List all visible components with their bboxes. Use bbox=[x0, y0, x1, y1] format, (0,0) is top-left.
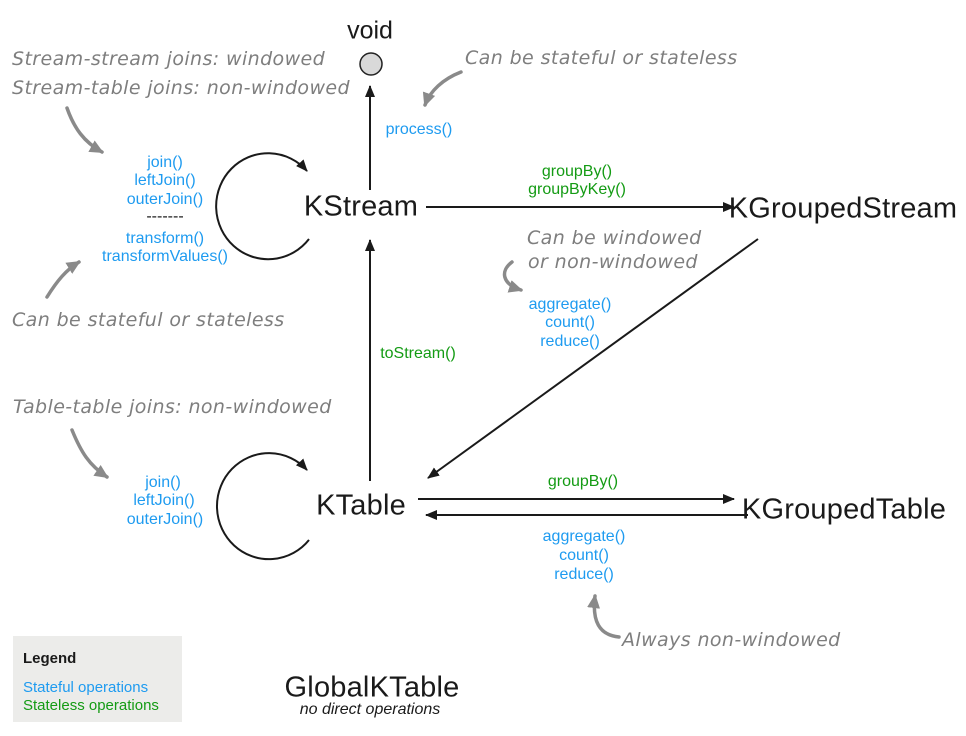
annotation-arrow-always bbox=[587, 594, 621, 639]
legend-title: Legend bbox=[23, 650, 77, 667]
annotation-stateful-left: Can be stateful or stateless bbox=[12, 309, 285, 331]
legend-item-stateful: Stateful operations bbox=[23, 679, 149, 696]
globalktable-note: no direct operations bbox=[299, 701, 441, 718]
legend-box: Legend Stateful operations Stateless ope… bbox=[13, 636, 182, 722]
op-groupby-stream: groupBy() bbox=[541, 163, 613, 180]
op-kstream-transformvalues: transformValues() bbox=[102, 248, 228, 265]
annotation-stream-table-joins: Stream-table joins: non-windowed bbox=[12, 77, 350, 99]
op-kstream-outerjoin: outerJoin() bbox=[126, 191, 204, 208]
annotation-can-be-windowed: Can be windowed bbox=[527, 227, 702, 249]
node-globalktable: GlobalKTable bbox=[284, 671, 460, 704]
op-kgroupedstream-count: count() bbox=[545, 314, 595, 331]
op-kgroupedstream-reduce: reduce() bbox=[540, 333, 600, 350]
annotation-or-non-windowed: or non-windowed bbox=[528, 251, 698, 273]
op-ktable-outerjoin: outerJoin() bbox=[126, 511, 204, 528]
op-ktable-join: join() bbox=[145, 474, 181, 491]
op-groupbykey-stream: groupByKey() bbox=[528, 181, 626, 198]
edge-ktable-self-loop bbox=[216, 452, 310, 561]
annotation-arrow-stateful-left bbox=[45, 260, 81, 299]
node-ktable: KTable bbox=[316, 489, 406, 522]
annotation-arrow-stateful-top bbox=[422, 70, 463, 107]
annotation-always-non-windowed: Always non-windowed bbox=[622, 629, 841, 651]
op-groupby-table: groupBy() bbox=[547, 473, 619, 490]
op-kstream-transform: transform() bbox=[125, 230, 205, 247]
op-kgroupedstream-aggregate: aggregate() bbox=[528, 296, 612, 313]
annotation-arrow-table-joins bbox=[70, 428, 109, 479]
op-kgroupedtable-count: count() bbox=[559, 547, 609, 564]
legend-item-stateless: Stateless operations bbox=[23, 697, 159, 714]
op-kgroupedtable-reduce: reduce() bbox=[554, 566, 614, 583]
op-tostream: toStream() bbox=[380, 345, 456, 362]
op-kstream-leftjoin: leftJoin() bbox=[134, 172, 196, 189]
op-ktable-leftjoin: leftJoin() bbox=[133, 492, 195, 509]
annotation-stateful-top: Can be stateful or stateless bbox=[465, 47, 738, 69]
node-kgroupedstream: KGroupedStream bbox=[728, 192, 958, 225]
op-process: process() bbox=[385, 121, 453, 138]
node-kstream: KStream bbox=[303, 190, 419, 223]
op-kgroupedtable-aggregate: aggregate() bbox=[542, 528, 626, 545]
annotation-table-table-joins: Table-table joins: non-windowed bbox=[13, 396, 332, 418]
annotation-stream-stream-joins: Stream-stream joins: windowed bbox=[12, 48, 326, 70]
node-void-label: void bbox=[347, 16, 393, 45]
edge-kgroupedstream-to-ktable bbox=[427, 238, 759, 479]
op-kstream-join: join() bbox=[147, 154, 183, 171]
annotation-arrow-stream-joins bbox=[65, 106, 104, 154]
node-kgroupedtable: KGroupedTable bbox=[741, 493, 947, 526]
op-kstream-divider: ------- bbox=[146, 208, 184, 225]
edge-kstream-self-loop bbox=[215, 152, 310, 261]
void-terminal-circle bbox=[359, 52, 383, 76]
annotation-arrow-windowed bbox=[502, 260, 523, 293]
